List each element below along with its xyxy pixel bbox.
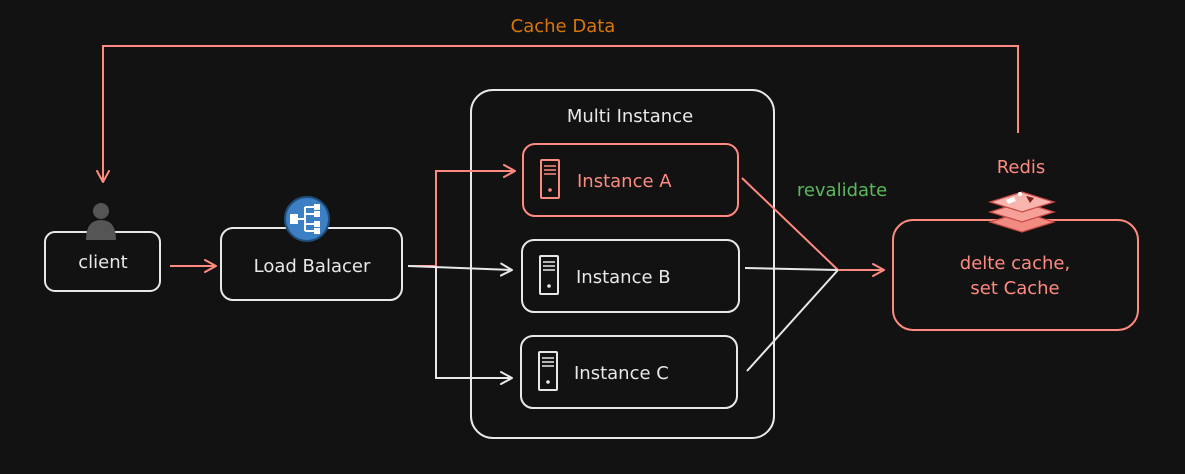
lb-to-instance-a-arrow [408, 164, 516, 267]
redis-icon [987, 191, 1057, 233]
load-balancer-label: Load Balacer [254, 256, 371, 277]
redis-action-line1: delte cache, [960, 253, 1070, 274]
instance-c-node[interactable]: Instance C [520, 335, 738, 409]
client-label: client [78, 252, 127, 273]
server-icon [539, 255, 559, 295]
instance-b-to-merge-line [744, 267, 839, 271]
revalidate-label: revalidate [797, 180, 887, 201]
instance-c-to-merge-line [746, 269, 839, 372]
multi-instance-label: Multi Instance [567, 106, 693, 127]
load-balancer-icon [284, 196, 330, 242]
lb-to-instance-c-arrow [435, 266, 513, 385]
instance-a-label: Instance A [577, 171, 672, 192]
instance-b-node[interactable]: Instance B [521, 239, 740, 313]
multi-instance-group [470, 89, 775, 439]
redis-action-line2: set Cache [970, 278, 1059, 299]
instance-a-to-merge-line [741, 177, 839, 271]
instance-c-label: Instance C [574, 363, 669, 384]
redis-node[interactable]: delte cache, set Cache [892, 219, 1139, 331]
redis-label: Redis [997, 157, 1046, 178]
client-node[interactable]: client [44, 231, 161, 292]
instance-b-label: Instance B [576, 267, 671, 288]
server-icon [540, 159, 560, 199]
instance-a-node[interactable]: Instance A [522, 143, 739, 217]
lb-to-instance-b-arrow [407, 262, 513, 277]
server-icon [538, 351, 558, 391]
cache-data-arrow [96, 45, 1019, 183]
cache-data-label: Cache Data [511, 16, 616, 37]
user-icon [86, 203, 116, 240]
